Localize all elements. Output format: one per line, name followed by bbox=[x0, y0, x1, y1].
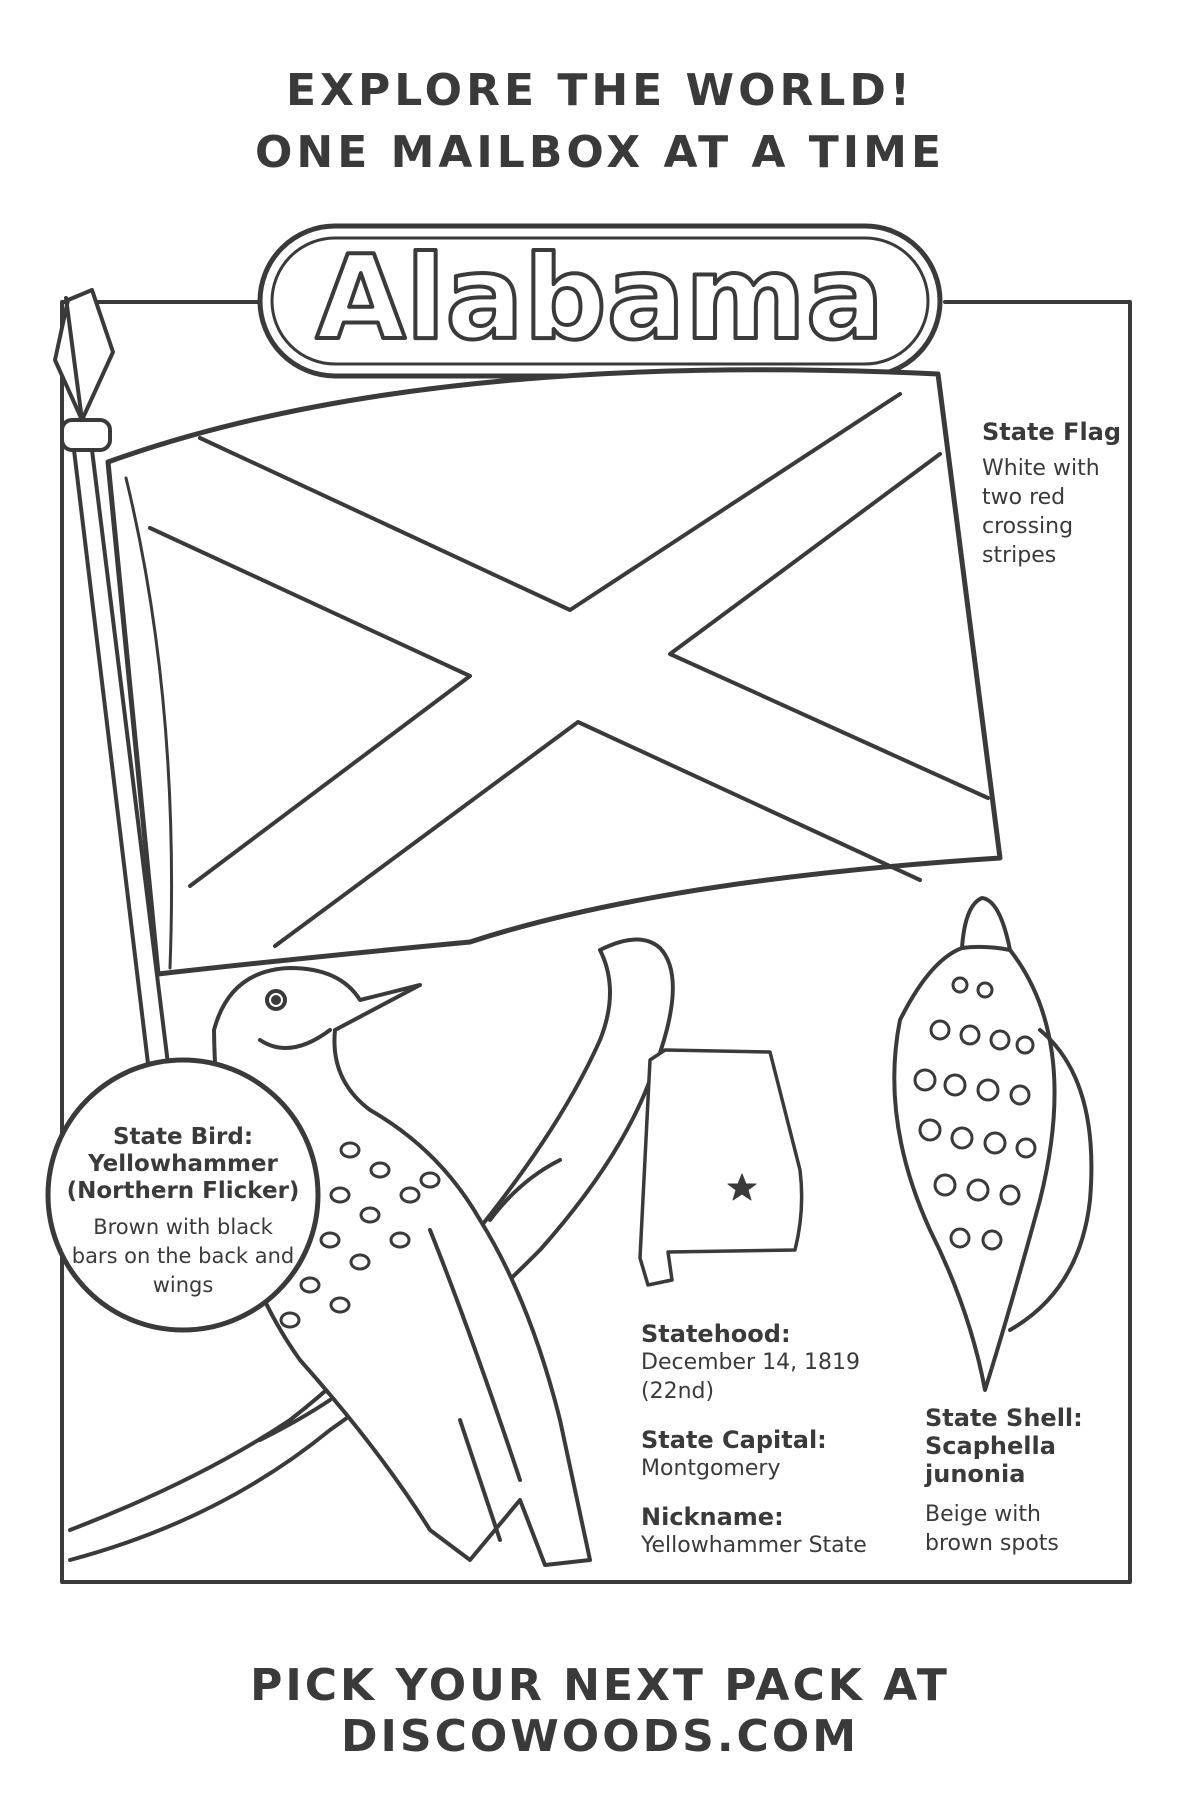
capital-value: Montgomery bbox=[641, 1456, 781, 1481]
bird-title-line-3: (Northern Flicker) bbox=[66, 1178, 300, 1204]
nickname-label: Nickname: bbox=[641, 1503, 784, 1531]
statehood-value: December 14, 1819 (22nd) bbox=[641, 1350, 861, 1404]
bird-title-line-1: State Bird: bbox=[112, 1124, 254, 1150]
flag-title: State Flag bbox=[982, 418, 1122, 446]
shell-info: State Shell: Scaphella junonia Beige wit… bbox=[925, 1404, 1175, 1558]
state-name-text: Alabama bbox=[316, 231, 884, 366]
page-footer: PICK YOUR NEXT PACK AT DISCOWOODS.COM bbox=[250, 1660, 950, 1762]
page-header: EXPLORE THE WORLD! ONE MAILBOX AT A TIME bbox=[0, 60, 1200, 184]
shell-title-line-2: Scaphella junonia bbox=[925, 1432, 1056, 1488]
nickname-value: Yellowhammer State bbox=[641, 1533, 867, 1558]
header-line-1: EXPLORE THE WORLD! bbox=[285, 65, 914, 116]
flag-description: White with two red crossing stripes bbox=[982, 456, 1100, 568]
bird-title-line-2: Yellowhammer bbox=[88, 1151, 278, 1177]
bird-info: State Bird: Yellowhammer (Northern Flick… bbox=[52, 1124, 314, 1300]
shell-title-line-1: State Shell: bbox=[925, 1404, 1083, 1432]
state-facts: Statehood: December 14, 1819 (22nd) Stat… bbox=[641, 1320, 901, 1580]
shell-description: Beige with brown spots bbox=[925, 1502, 1059, 1556]
shell-icon bbox=[892, 896, 1094, 1392]
flag-info: State Flag White with two red crossing s… bbox=[982, 418, 1182, 570]
flag-icon bbox=[105, 367, 1003, 977]
bird-icon bbox=[212, 966, 592, 1567]
statehood-label: Statehood: bbox=[641, 1320, 791, 1348]
bird-info-circle bbox=[45, 1057, 321, 1333]
state-map-icon bbox=[638, 1048, 804, 1287]
header-line-2: ONE MAILBOX AT A TIME bbox=[254, 127, 946, 178]
capital-label: State Capital: bbox=[641, 1426, 827, 1454]
capital-star-icon bbox=[727, 1173, 757, 1201]
bird-description: Brown with black bars on the back and wi… bbox=[71, 1215, 295, 1297]
